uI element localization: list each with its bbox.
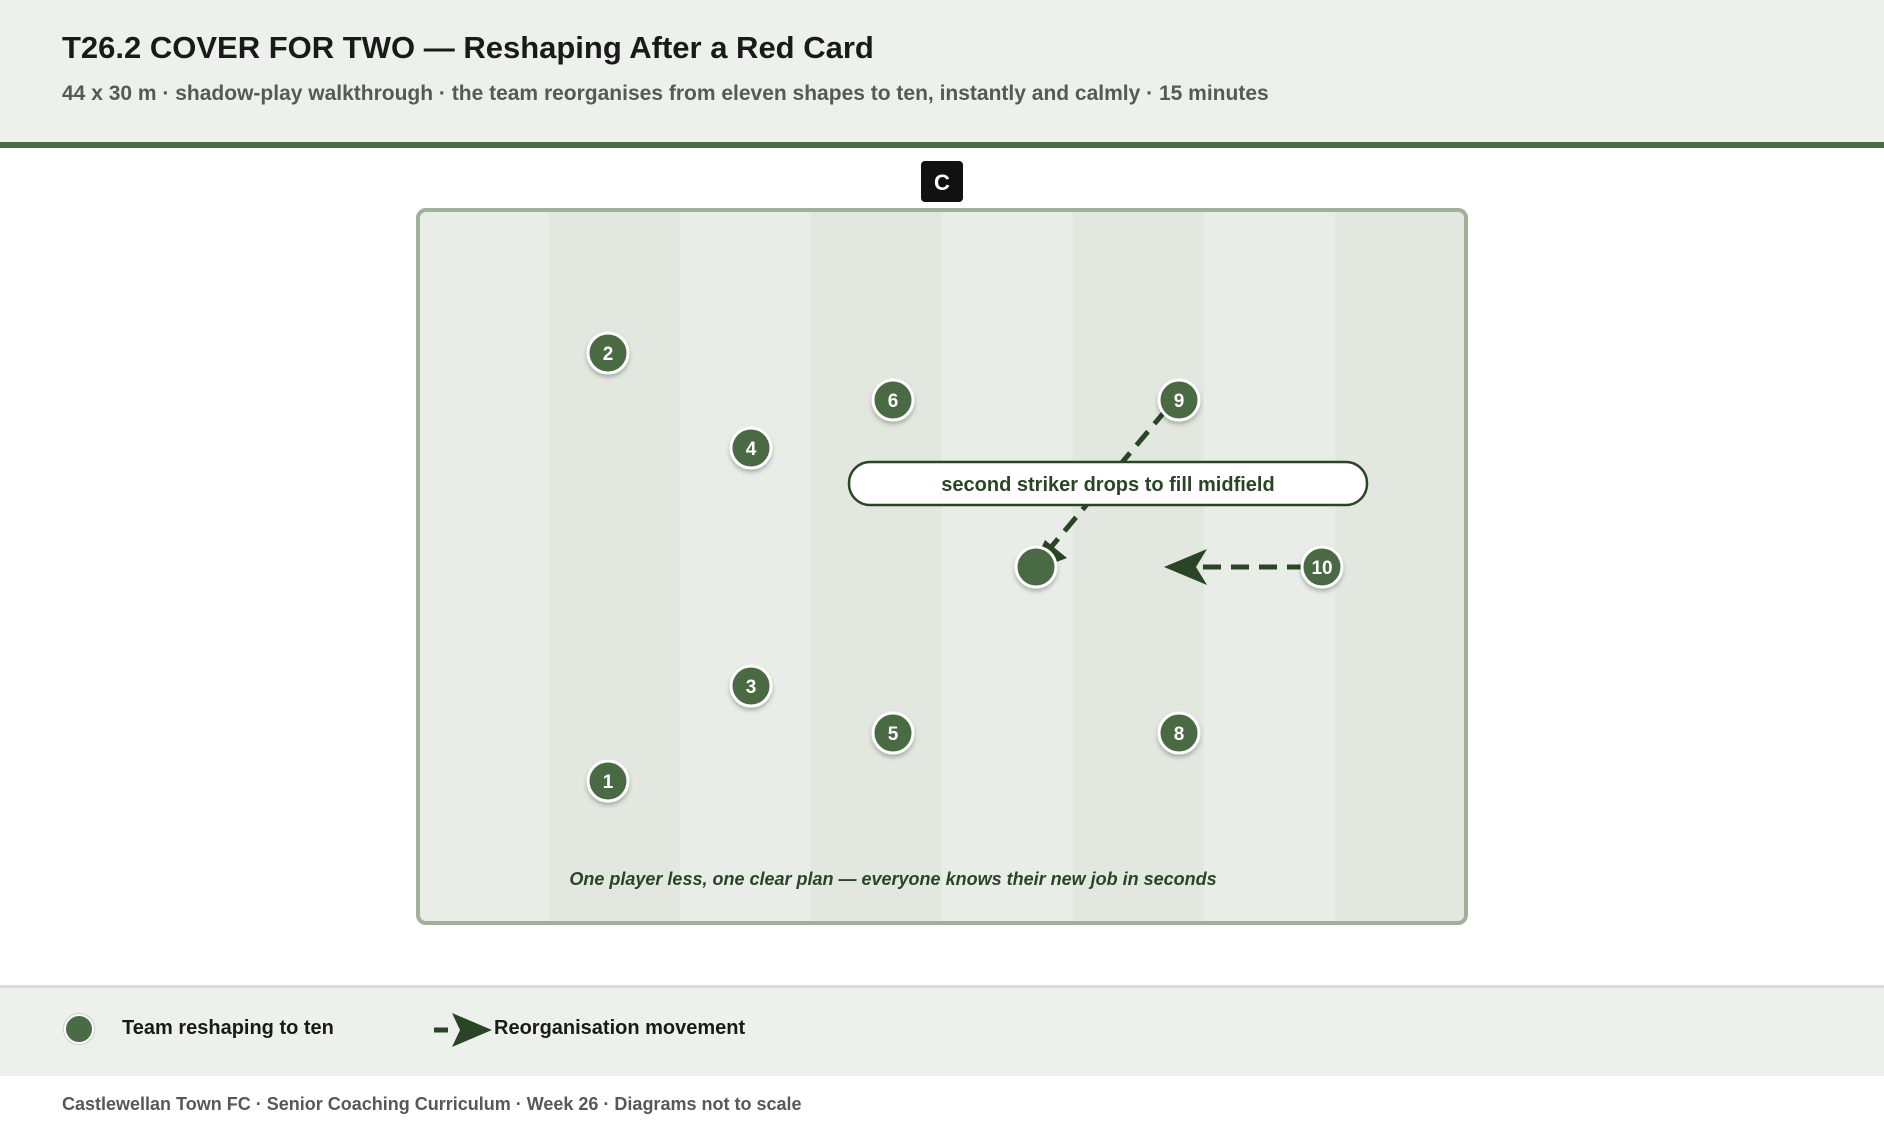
player: 1: [586, 759, 630, 803]
pitch: [416, 208, 1468, 925]
player: 10: [1300, 545, 1344, 589]
player-number: 3: [746, 677, 757, 698]
movement-legend-icon: [434, 1013, 492, 1047]
player: 3: [729, 664, 773, 708]
player: 8: [1157, 711, 1201, 755]
legend-bar: [0, 985, 1884, 1076]
player-number: 5: [888, 724, 899, 745]
player-number: 8: [1174, 724, 1185, 745]
callout-text: second striker drops to fill midfield: [941, 474, 1274, 496]
team-legend-icon: [64, 1014, 94, 1044]
player-number: 4: [746, 439, 757, 460]
pitch-stripe: [811, 212, 942, 921]
pitch-stripe: [549, 212, 680, 921]
header: T26.2 COVER FOR TWO — Reshaping After a …: [0, 0, 1884, 148]
player: 6: [871, 378, 915, 422]
page-subtitle: 44 x 30 m · shadow-play walkthrough · th…: [62, 82, 1269, 105]
player: 5: [871, 711, 915, 755]
player-number: 2: [603, 344, 614, 365]
player-number: 6: [888, 391, 899, 412]
movement-arrow-ten: [1164, 549, 1305, 585]
pitch-stripe: [1335, 212, 1464, 921]
callout-box: second striker drops to fill midfield: [847, 460, 1369, 507]
player-number: 1: [603, 772, 614, 793]
player-number: 10: [1311, 558, 1332, 579]
player: 4: [729, 426, 773, 470]
page-title: T26.2 COVER FOR TWO — Reshaping After a …: [62, 30, 874, 65]
drill-diagram: C 2 6 9 4 10 3: [416, 161, 1468, 925]
player-number: 9: [1174, 391, 1185, 412]
team-legend-label: Team reshaping to ten: [122, 1017, 334, 1039]
goal-marker-label: C: [934, 170, 950, 195]
player: 2: [586, 331, 630, 375]
movement-legend-label: Reorganisation movement: [494, 1017, 746, 1039]
player: [1014, 545, 1058, 589]
goal-marker: C: [921, 161, 963, 202]
player: 9: [1157, 378, 1201, 422]
diagram-caption: One player less, one clear plan — everyo…: [569, 869, 1216, 889]
footer-credit: Castlewellan Town FC · Senior Coaching C…: [62, 1094, 802, 1114]
